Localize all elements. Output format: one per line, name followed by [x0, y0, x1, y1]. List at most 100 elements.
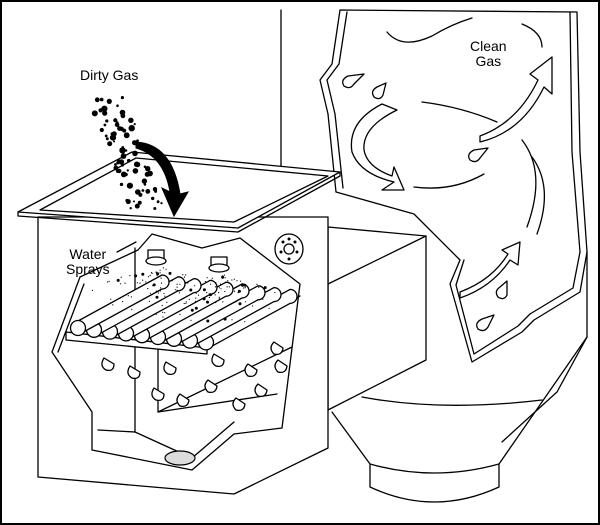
mist-dot — [163, 292, 165, 295]
gas-particle — [128, 118, 133, 122]
mist-dot — [139, 282, 141, 284]
cyclone-wall-inner-left — [326, 11, 348, 189]
mist-dot — [171, 280, 173, 282]
mist-dot — [244, 321, 246, 323]
mist-dot — [263, 286, 267, 290]
mist-dot — [194, 285, 196, 287]
mist-dot — [159, 272, 161, 274]
mist-dot — [206, 277, 208, 279]
mist-dot — [208, 296, 210, 299]
gas-particle — [156, 200, 160, 204]
mist-dot — [220, 283, 222, 285]
mist-dot — [116, 278, 120, 282]
gas-particle — [114, 122, 120, 127]
mist-dot — [160, 277, 162, 279]
clean-gas-label-line1: Clean — [470, 38, 507, 54]
water-sprays-label: Water Sprays — [66, 247, 110, 277]
swirl-line-right-2 — [531, 156, 546, 235]
mist-dot — [190, 319, 192, 321]
gas-particle — [120, 171, 127, 178]
mist-dot — [176, 286, 178, 288]
cyclone-wall-inner-right — [455, 11, 581, 355]
mist-dot — [129, 275, 131, 277]
mist-dot — [211, 279, 213, 281]
gas-particle — [113, 140, 116, 143]
mist-dot — [194, 306, 198, 310]
gas-particle — [105, 137, 109, 141]
connecting-duct — [327, 226, 427, 411]
mist-dot — [122, 301, 124, 303]
mist-dot — [149, 292, 151, 294]
mist-dot — [185, 301, 187, 303]
gas-particle — [126, 169, 129, 172]
mist-dot — [235, 301, 237, 303]
mist-dot — [226, 286, 228, 288]
gas-particle — [107, 141, 113, 147]
mist-dot — [159, 269, 161, 271]
gas-particle — [136, 139, 139, 143]
mist-dot — [238, 302, 242, 306]
duct-front-face — [327, 226, 427, 411]
mist-dot — [186, 295, 188, 297]
mist-dot — [187, 282, 189, 284]
gas-particle — [121, 163, 124, 167]
gas-particle — [152, 187, 158, 192]
gas-particle — [133, 123, 136, 126]
mist-dot — [195, 292, 197, 294]
mist-dot — [214, 286, 217, 288]
gas-particle — [104, 134, 108, 138]
mist-dot — [145, 281, 147, 283]
swirl-line-lower — [413, 173, 485, 189]
water-droplets — [101, 341, 288, 412]
gas-particle — [99, 127, 104, 133]
mist-dot — [185, 302, 187, 304]
swirl-arrow-lower — [459, 241, 521, 299]
swirl-line-top-right — [521, 23, 543, 48]
mist-dot — [176, 289, 178, 291]
mist-dot — [210, 283, 212, 285]
gas-particle — [141, 178, 148, 184]
mist-dot — [178, 292, 180, 294]
mist-dot — [91, 289, 94, 291]
mist-dot — [190, 308, 194, 312]
mist-dot — [183, 276, 186, 278]
mist-dot — [236, 280, 238, 282]
mist-dot — [194, 300, 196, 302]
spray-mist — [91, 267, 276, 323]
swirl-line-top — [386, 17, 473, 43]
gas-particle — [91, 110, 98, 117]
gas-particle — [119, 182, 124, 187]
swirl-arrow-up-right — [479, 56, 553, 143]
gas-particle — [134, 203, 140, 209]
gas-particle — [120, 153, 127, 159]
mist-dot — [218, 297, 220, 299]
mist-dot — [161, 304, 163, 307]
gas-particle — [129, 207, 132, 210]
cyclone-separator — [319, 9, 588, 503]
mist-dot — [214, 294, 216, 296]
mist-dot — [148, 300, 150, 302]
mist-dot — [184, 281, 186, 283]
hopper-left — [331, 411, 371, 465]
mist-dot — [211, 277, 213, 279]
mist-dot — [231, 279, 233, 281]
mist-dot — [208, 293, 210, 295]
gas-particle — [113, 165, 119, 171]
mist-dot — [244, 301, 247, 303]
mist-dot — [152, 283, 156, 287]
sump-floor — [97, 421, 235, 459]
mist-dot — [157, 272, 159, 274]
mist-dot — [155, 272, 157, 274]
mist-dot — [243, 287, 245, 289]
gas-particle — [119, 109, 126, 116]
mist-dot — [183, 302, 185, 305]
lid-edge — [17, 171, 341, 233]
mist-dot — [151, 272, 153, 274]
mist-dot — [155, 313, 157, 315]
gas-particle — [102, 110, 108, 116]
mist-dot — [215, 301, 217, 304]
lid-inner-rim — [39, 157, 329, 223]
mist-dot — [119, 283, 122, 285]
mist-dot — [195, 297, 197, 299]
mist-dot — [220, 288, 222, 290]
